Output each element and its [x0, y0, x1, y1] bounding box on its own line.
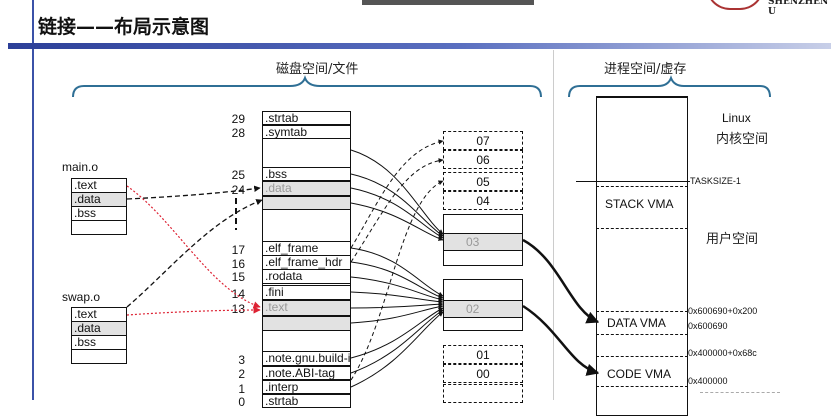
addr-data-top: 0x600690+0x200 [688, 306, 758, 316]
linux-label: Linux [722, 111, 751, 125]
section-index: 17 [231, 243, 245, 257]
swap-o-data: .data [71, 321, 127, 336]
swap-data-arrow [126, 199, 263, 308]
section-rodata: .rodata [262, 269, 351, 284]
data-vma-top [596, 311, 688, 312]
section-strtab: .strtab [262, 111, 351, 125]
kernel-space-label: 内核空间 [716, 132, 769, 147]
section-text: .text [262, 300, 351, 316]
swap-o-empty [71, 349, 127, 364]
segment02-to-code-vma [522, 304, 600, 376]
section-index: 29 [231, 112, 245, 126]
main-text-arrow [126, 185, 261, 309]
segment-03-label: 03 [444, 234, 522, 251]
user-space-label: 用户空间 [706, 232, 759, 247]
code-vma-label: CODE VMA [607, 367, 672, 381]
left-rule [32, 0, 34, 400]
map-symtab-03 [350, 149, 444, 235]
swap-o-label: swap.o [62, 290, 101, 304]
process-memory-bottom-fade [700, 392, 780, 401]
section-text-pad [262, 316, 351, 331]
map-data-03 [350, 187, 444, 239]
addr-code: 0x400000 [688, 376, 728, 386]
segment-06: 06 [443, 150, 523, 169]
university-logo-text: SHENZHEN U [768, 0, 829, 17]
code-vma-bottom [596, 386, 688, 387]
addr-data: 0x600690 [688, 321, 728, 331]
section-index: 2 [238, 367, 245, 381]
map-elf-hdr-02 [350, 261, 444, 299]
section-index: 13 [231, 302, 245, 316]
section-index: 25 [231, 168, 245, 182]
section-index: 28 [231, 126, 245, 140]
section-note-gnu-build-id: .note.gnu.build-id [262, 351, 351, 366]
stack-vma-top [596, 186, 688, 187]
section-index: 1 [238, 382, 245, 396]
map-note-02 [350, 307, 444, 359]
segment-02: 02 [443, 279, 523, 331]
segment-04: 04 [443, 191, 523, 210]
section-data: .data [262, 181, 351, 196]
segment-02-top [444, 280, 522, 301]
map-elf-frame-02 [350, 247, 444, 297]
main-data-arrow [126, 185, 261, 200]
map-rodata-02 [350, 276, 444, 302]
data-vma-label: DATA VMA [607, 316, 666, 330]
segment-05: 05 [443, 172, 523, 191]
segment-07: 07 [443, 131, 523, 150]
segment03-to-data-vma [522, 238, 600, 324]
section-separator [553, 50, 554, 400]
map-bss-03 [350, 173, 444, 237]
stack-vma-label: STACK VMA [605, 197, 674, 211]
main-o-empty [71, 220, 127, 235]
disk-space-label: 磁盘空间/文件 [276, 62, 359, 77]
map-data2-03 [350, 202, 444, 241]
map-text2-02 [350, 304, 444, 324]
map-fini-02 [350, 291, 444, 305]
dashed-to-06 [350, 158, 444, 263]
section-index: 24 [231, 183, 245, 197]
connector-layer [72, 75, 771, 388]
main-o-data: .data [71, 192, 127, 207]
swap-o-text: .text [71, 307, 127, 322]
section-interp: .interp [262, 380, 351, 394]
disk-brace [72, 75, 542, 98]
map-abi-02 [350, 309, 444, 374]
section-symtab: .symtab [262, 125, 351, 139]
map-text-02 [350, 301, 444, 309]
section-index: 15 [231, 270, 245, 284]
segment-02-label: 02 [444, 301, 522, 318]
swap-text-arrow [126, 306, 261, 316]
tasksize-label: TASKSIZE-1 [690, 176, 741, 186]
section-bss: .bss [262, 167, 351, 181]
section-note-abi-tag: .note.ABI-tag [262, 366, 351, 380]
process-brace [568, 75, 771, 98]
section-index: 3 [238, 353, 245, 367]
section-elf-frame-hdr: .elf_frame_hdr [262, 255, 351, 270]
segment-00: 00 [443, 364, 523, 383]
stack-vma-bottom [596, 228, 688, 229]
code-vma-top [596, 356, 688, 357]
process-space-label: 进程空间/虚存 [604, 62, 687, 77]
slide-title: 链接——布局示意图 [38, 16, 210, 38]
main-o-label: main.o [62, 160, 99, 174]
segment-01: 01 [443, 345, 523, 364]
segment-03: 03 [443, 214, 523, 266]
section-fini: .fini [262, 285, 351, 300]
top-accent-bar [362, 0, 534, 5]
title-underline [8, 43, 831, 49]
segment-03-top [444, 215, 522, 234]
map-interp-02 [350, 311, 444, 388]
data-vma-bottom [596, 334, 688, 335]
dashed-to-05 [350, 180, 444, 381]
section-index: 16 [231, 257, 245, 271]
dashed-to-07 [350, 139, 444, 249]
main-o-text: .text [71, 178, 127, 193]
addr-code-top: 0x400000+0x68c [688, 348, 757, 358]
kernel-user-separator [596, 181, 688, 182]
